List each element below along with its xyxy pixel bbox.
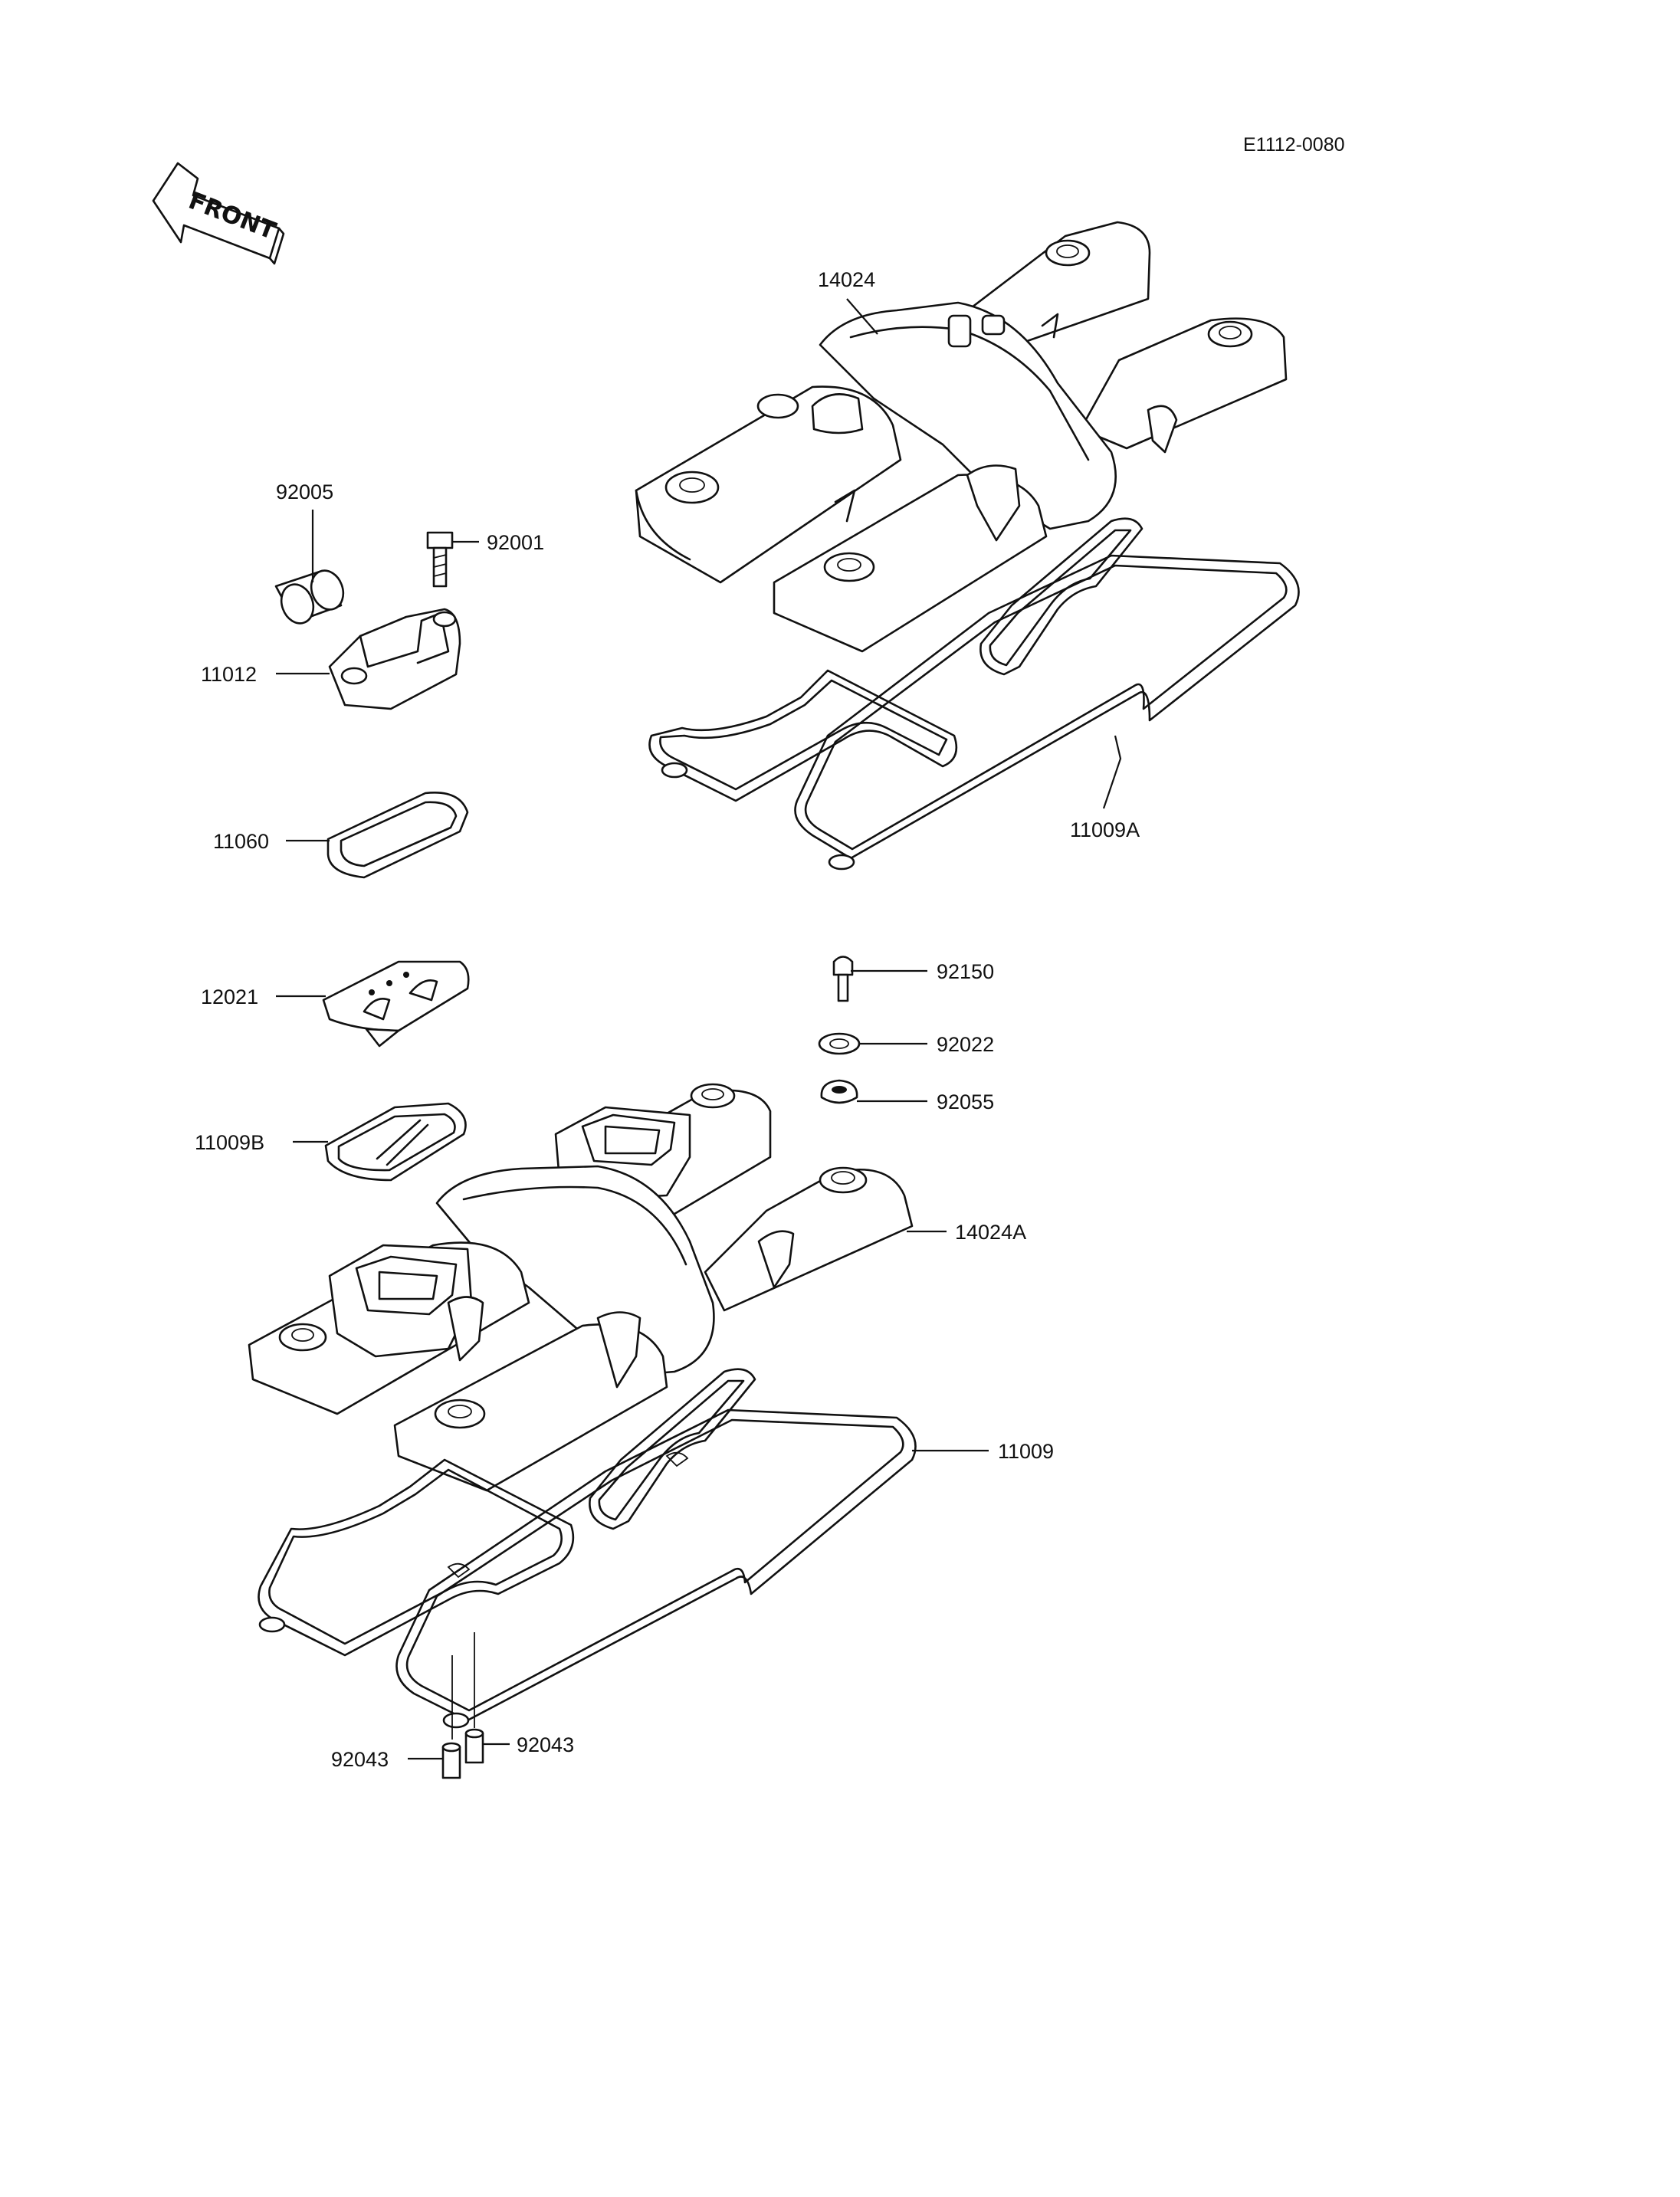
dowel-pin-92043-b <box>464 1728 484 1764</box>
svg-text:92043: 92043 <box>517 1733 574 1756</box>
head-cover-gasket-upper <box>648 517 1300 871</box>
dowel-pin-guide-line <box>451 1632 475 1740</box>
part-label-14024A[interactable]: 14024A <box>907 1221 1026 1244</box>
part-label-92043-b[interactable]: 92043 <box>483 1733 574 1756</box>
svg-text:11009A: 11009A <box>1070 818 1140 841</box>
part-label-92055[interactable]: 92055 <box>857 1090 994 1113</box>
svg-text:11060: 11060 <box>213 830 269 853</box>
plate-12021 <box>322 960 470 1048</box>
dowel-pin-92043-a <box>441 1742 461 1779</box>
front-arrow-icon: FRONT <box>152 162 285 265</box>
cylinder-head-cover-upper <box>635 221 1288 653</box>
part-label-14024[interactable]: 14024 <box>818 268 878 335</box>
diagram-reference-code: E1112-0080 <box>1243 134 1345 156</box>
grommet-92055 <box>820 1079 858 1104</box>
svg-text:11009: 11009 <box>998 1440 1054 1463</box>
svg-text:92005: 92005 <box>276 480 333 503</box>
gasket-11060 <box>326 792 469 879</box>
svg-text:92043: 92043 <box>331 1748 389 1771</box>
breather-cover-11012 <box>328 608 461 710</box>
washer-92022 <box>818 1032 861 1055</box>
svg-text:92055: 92055 <box>937 1090 994 1113</box>
svg-text:11012: 11012 <box>201 663 257 686</box>
part-label-92150[interactable]: 92150 <box>851 960 994 983</box>
part-label-11009[interactable]: 11009 <box>912 1440 1054 1463</box>
svg-text:14024A: 14024A <box>955 1221 1026 1244</box>
bolt-92001 <box>426 531 454 588</box>
svg-text:92150: 92150 <box>937 960 994 983</box>
svg-text:12021: 12021 <box>201 985 258 1008</box>
gasket-11009B <box>324 1102 467 1182</box>
part-label-92022[interactable]: 92022 <box>858 1033 994 1056</box>
svg-text:11009B: 11009B <box>195 1131 264 1154</box>
part-label-92005[interactable]: 92005 <box>276 480 333 582</box>
part-label-11060[interactable]: 11060 <box>213 830 330 853</box>
part-label-11012[interactable]: 11012 <box>201 663 330 686</box>
part-label-11009A[interactable]: 11009A <box>1070 735 1140 841</box>
svg-text:14024: 14024 <box>818 268 875 291</box>
bolt-92150 <box>832 956 854 1002</box>
part-label-11009B[interactable]: 11009B <box>195 1131 328 1154</box>
plug-cap-92005 <box>274 569 345 625</box>
svg-text:92001: 92001 <box>487 531 544 554</box>
head-cover-gasket-lower <box>258 1368 917 1729</box>
part-label-92043-a[interactable]: 92043 <box>331 1748 443 1771</box>
part-label-92001[interactable]: 92001 <box>452 531 544 554</box>
svg-text:92022: 92022 <box>937 1033 994 1056</box>
part-label-12021[interactable]: 12021 <box>201 985 326 1008</box>
cylinder-head-cover-lower <box>248 1083 914 1492</box>
